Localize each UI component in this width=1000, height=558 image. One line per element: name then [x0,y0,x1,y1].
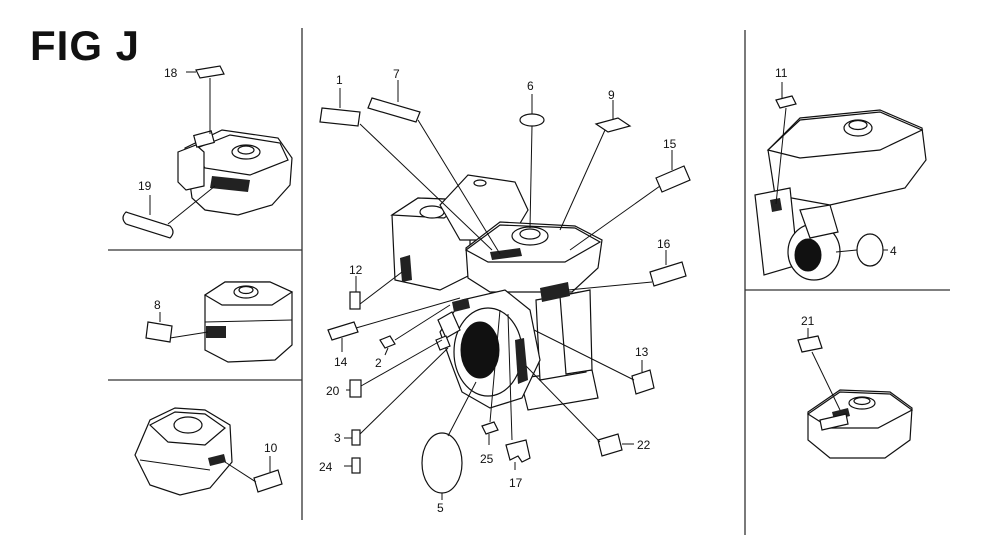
callout-8: 8 [154,298,161,312]
callout-7: 7 [393,67,400,81]
decal-7 [367,80,501,255]
fuel-tank-middle-left [203,281,294,363]
callout-24: 24 [319,460,333,474]
decal-22 [525,365,634,457]
callout-25: 25 [480,452,494,466]
callout-12: 12 [349,263,363,277]
decal-20 [346,339,443,398]
callout-16: 16 [657,237,671,251]
callout-17: 17 [509,476,523,490]
decal-18 [186,65,225,134]
callout-15: 15 [663,137,677,151]
fuel-tank-top-right [754,109,927,281]
decal-1 [319,88,493,251]
callout-19: 19 [138,179,152,193]
fuel-tank-bottom-left [134,407,233,496]
fuel-tank-bottom-right [806,389,914,459]
callout-1: 1 [336,73,343,87]
callout-4: 4 [890,244,897,258]
decal-14 [327,297,461,352]
decal-25 [481,309,501,445]
decal-12 [349,271,403,310]
decal-17 [505,313,531,470]
callout-2: 2 [375,356,382,370]
callout-13: 13 [635,345,649,359]
decal-6 [519,94,545,229]
callout-22: 22 [637,438,651,452]
callout-5: 5 [437,501,444,515]
decal-10 [224,456,283,493]
decal-2 [379,304,451,356]
callout-11: 11 [775,66,788,80]
callout-9: 9 [608,88,615,102]
callout-20: 20 [326,384,340,398]
decal-5 [421,381,477,500]
decal-11 [775,82,797,205]
decal-24 [344,457,361,474]
decal-19 [122,185,216,239]
figure-title: FIG J [30,22,141,69]
decal-16 [567,250,687,291]
callout-10: 10 [264,441,278,455]
decal-21 [797,328,841,411]
decal-15 [569,150,691,251]
callout-18: 18 [164,66,178,80]
engine-main [390,174,603,411]
decal-4 [835,233,888,267]
decal-3 [344,347,449,446]
callout-14: 14 [334,355,348,369]
decal-8 [145,312,209,343]
decal-9 [559,100,632,231]
decal-13 [533,329,655,395]
callout-3: 3 [334,431,341,445]
panel-dividers [108,28,950,535]
callout-21: 21 [801,314,815,328]
callout-6: 6 [527,79,534,93]
fuel-tank-top-left [177,129,293,216]
